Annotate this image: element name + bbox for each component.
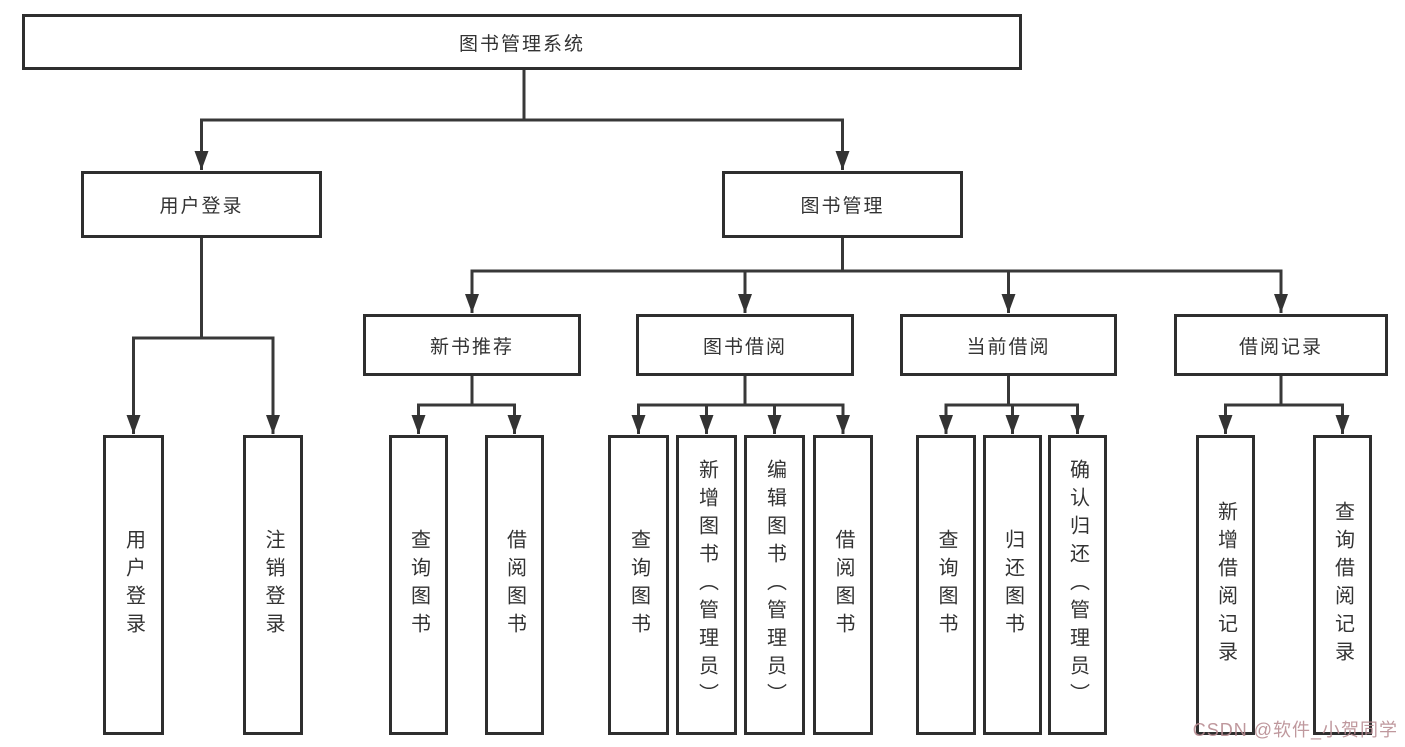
leaf-query-borrow-record: 查询借阅记录: [1313, 435, 1372, 735]
leaf-confirm-return-admin-label: 确认归还（管理员）: [1066, 459, 1089, 711]
connectors-records-to-leaves: [1218, 376, 1350, 434]
leaf-logout-label: 注销登录: [262, 529, 284, 641]
leaf-borrow-books-2: 借阅图书: [813, 435, 873, 735]
node-book-borrow: 图书借阅: [636, 314, 854, 376]
node-root: 图书管理系统: [22, 14, 1022, 70]
connectors-borrow-to-leaves: [631, 376, 850, 434]
leaf-query-books-2: 查询图书: [608, 435, 669, 735]
connectors-current-to-leaves: [939, 376, 1085, 434]
node-borrow-records: 借阅记录: [1174, 314, 1388, 376]
node-new-book-rec-label: 新书推荐: [429, 336, 514, 358]
node-book-mgmt-label: 图书管理: [800, 196, 885, 217]
node-current-borrow: 当前借阅: [900, 314, 1117, 376]
node-user-login: 用户登录: [81, 171, 322, 238]
leaf-add-borrow-record-label: 新增借阅记录: [1214, 501, 1237, 669]
leaf-edit-books-admin: 编辑图书（管理员）: [744, 435, 805, 735]
leaf-borrow-books-1: 借阅图书: [485, 435, 544, 735]
node-borrow-records-label: 借阅记录: [1238, 336, 1323, 358]
leaf-add-borrow-record: 新增借阅记录: [1196, 435, 1255, 735]
leaf-query-borrow-record-label: 查询借阅记录: [1331, 501, 1354, 669]
node-user-login-label: 用户登录: [159, 196, 244, 217]
leaf-user-login: 用户登录: [103, 435, 164, 735]
node-book-borrow-label: 图书借阅: [702, 336, 787, 358]
leaf-query-books-1: 查询图书: [389, 435, 448, 735]
connectors-new-book-to-leaves: [411, 376, 522, 434]
leaf-query-books-3-label: 查询图书: [935, 529, 957, 641]
watermark: CSDN @软件_小贺同学: [1192, 720, 1398, 740]
leaf-confirm-return-admin: 确认归还（管理员）: [1048, 435, 1107, 735]
leaf-return-books: 归还图书: [983, 435, 1042, 735]
leaf-query-books-3: 查询图书: [916, 435, 976, 735]
connectors-user-login-to-leaves: [126, 238, 280, 434]
node-current-borrow-label: 当前借阅: [966, 336, 1051, 358]
node-book-mgmt: 图书管理: [722, 171, 963, 238]
leaf-logout: 注销登录: [243, 435, 303, 735]
leaf-add-books-admin: 新增图书（管理员）: [676, 435, 737, 735]
leaf-add-books-admin-label: 新增图书（管理员）: [695, 459, 718, 711]
leaf-query-books-1-label: 查询图书: [407, 529, 430, 641]
node-new-book-rec: 新书推荐: [363, 314, 581, 376]
connectors-root-to-level1: [194, 70, 850, 170]
leaf-query-books-2-label: 查询图书: [627, 529, 650, 641]
leaf-borrow-books-2-label: 借阅图书: [832, 529, 854, 641]
leaf-return-books-label: 归还图书: [1001, 529, 1024, 641]
node-root-label: 图书管理系统: [458, 33, 585, 55]
leaf-user-login-label: 用户登录: [122, 529, 145, 641]
leaf-borrow-books-1-label: 借阅图书: [503, 529, 526, 641]
connectors-book-mgmt-to-level2: [465, 238, 1288, 313]
leaf-edit-books-admin-label: 编辑图书（管理员）: [763, 459, 786, 711]
